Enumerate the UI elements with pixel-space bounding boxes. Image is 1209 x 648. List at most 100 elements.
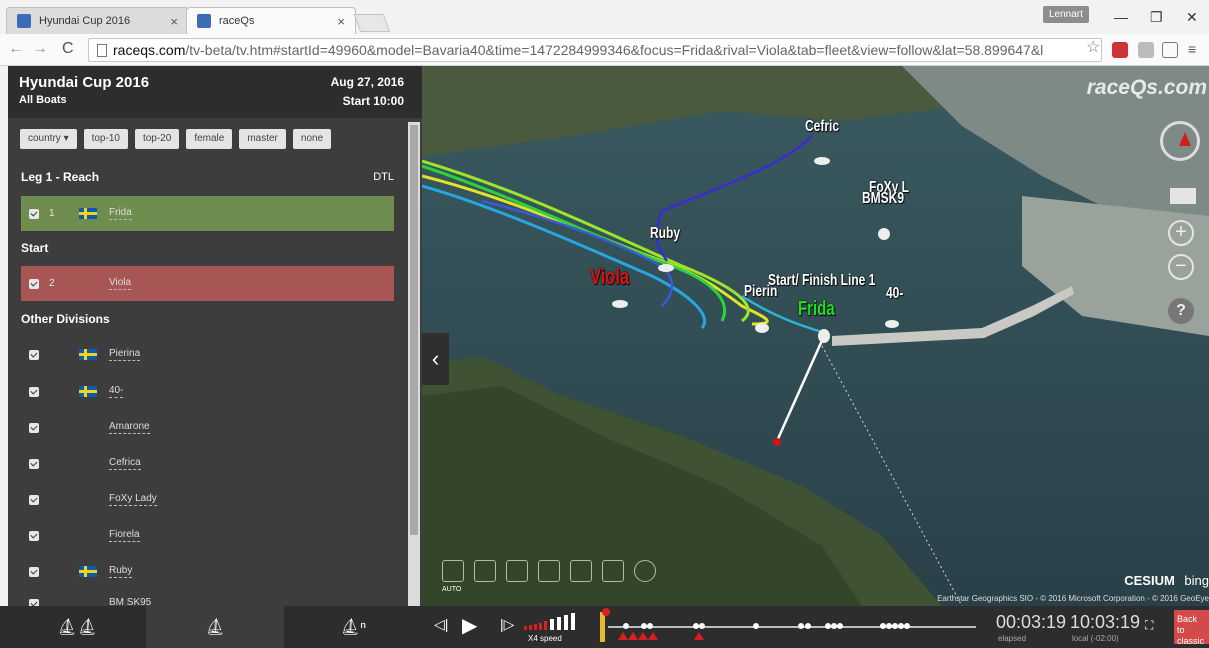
boat-checkbox[interactable] [29,566,39,577]
speed-bars-icon [524,613,575,630]
compass-icon[interactable] [1160,121,1200,161]
boat-checkbox[interactable] [29,530,39,541]
timeline-track[interactable] [608,626,976,628]
new-tab-button[interactable] [353,14,391,32]
boat-name[interactable]: FoXy Lady [109,493,157,506]
collapse-panel-button[interactable]: ‹ [422,333,449,385]
forward-arrow-icon[interactable]: → [32,40,48,57]
zoom-out-icon[interactable]: − [1168,254,1194,280]
leader-row[interactable]: 1 Frida [21,196,394,231]
boat-name[interactable]: Pierina [109,348,141,361]
map-label-bmsk9: BMSK9 [862,190,905,207]
browser-tabstrip: Hyundai Cup 2016 × raceQs × Lennart — ❐ … [0,0,1209,34]
boat-name[interactable]: Amarone [109,421,150,434]
filter-top20-button[interactable]: top-20 [134,129,180,149]
bookmark-star-icon[interactable]: ☆ [1086,39,1101,56]
boat-name[interactable]: Viola [109,277,132,290]
filter-bar: country ▾ top-10 top-20 female master no… [20,129,332,149]
back-arrow-icon[interactable]: ← [8,40,24,57]
step-back-icon[interactable]: ◁| [434,616,449,632]
elapsed-time: 00:03:19 [996,612,1067,632]
boat-name[interactable]: Cefrica [109,457,141,470]
fullscreen-icon[interactable]: ⛶ [1145,618,1154,632]
boat-name[interactable]: 40- [109,385,124,398]
raceqs-favicon-icon [197,14,211,28]
scrollbar-thumb[interactable] [410,125,418,535]
list-item[interactable]: FoXy Lady [21,482,394,517]
zoom-in-icon[interactable]: + [1168,220,1194,246]
helm-icon[interactable] [602,560,624,582]
dtl-column-header: DTL [373,171,394,183]
auto-label: AUTO [442,586,462,593]
sail-view-icon[interactable] [570,560,592,582]
filter-master-button[interactable]: master [239,129,286,149]
extension-icon[interactable] [1112,42,1128,58]
panel-header: Hyundai Cup 2016 All Boats Aug 27, 2016 … [8,66,422,118]
filter-none-button[interactable]: none [292,129,332,149]
speed-label: X4 speed [528,634,562,643]
regatta-title: Hyundai Cup 2016 [19,74,150,91]
play-icon[interactable]: ▶ [462,615,478,637]
boat-name[interactable]: Frida [109,207,132,220]
address-bar[interactable]: raceqs.com /tv-beta/tv.htm#startId=49960… [88,38,1102,62]
profile-button[interactable]: Lennart [1043,6,1089,23]
speed-selector[interactable] [524,613,586,633]
menu-icon[interactable]: ≡ [1188,41,1197,57]
boat-tab-button[interactable]: ⛵︎ [146,606,284,648]
list-item[interactable]: Fiorela [21,518,394,553]
boat-checkbox[interactable] [29,386,39,397]
raceqs-favicon-icon [17,14,31,28]
map-label-frida: Frida [798,298,835,320]
filter-country-button[interactable]: country ▾ [20,129,77,149]
url-path: /tv-beta/tv.htm#startId=49960&model=Bava… [185,42,1044,58]
filter-top10-button[interactable]: top-10 [83,129,128,149]
browser-tab-hyundai[interactable]: Hyundai Cup 2016 × [6,7,189,34]
versus-tab-button[interactable]: ⛵︎ⁿ [284,606,422,648]
elapsed-label: elapsed [998,634,1027,643]
list-item[interactable]: Pierina [21,337,394,372]
fleet-tab-button[interactable]: ⛵︎⛵︎ [8,606,146,648]
list-item[interactable]: BM SK95 [21,586,394,606]
list-item[interactable]: 40- [21,374,394,409]
browser-tab-raceqs[interactable]: raceQs × [186,7,356,34]
map-label-startline: Start/ Finish Line 1 [768,272,876,289]
boat-checkbox[interactable] [29,349,39,360]
list-item[interactable]: Ruby [21,554,394,589]
boat-name[interactable]: Fiorela [109,529,140,542]
minimize-icon[interactable]: — [1114,9,1128,25]
filter-female-button[interactable]: female [186,129,233,149]
section-other-divisions: Other Divisions [8,304,406,334]
boat-checkbox[interactable] [29,494,39,505]
camera-auto-icon[interactable] [442,560,464,582]
list-item[interactable]: Amarone [21,410,394,445]
wind-view-icon[interactable] [538,560,560,582]
list-item[interactable]: Cefrica [21,446,394,481]
boat-checkbox[interactable] [29,208,39,219]
boat-name[interactable]: BM SK95 [109,597,151,606]
boat-view-icon[interactable] [506,560,528,582]
tab-close-icon[interactable]: × [170,13,178,29]
close-window-icon[interactable]: ✕ [1186,9,1198,25]
cast-icon[interactable] [1162,42,1178,58]
tab-close-icon[interactable]: × [337,13,345,29]
target-icon[interactable] [634,560,656,582]
cesium-label: CESIUM [1124,573,1175,588]
help-icon[interactable]: ? [1168,298,1194,324]
map-view[interactable]: raceQs.com Cefric FoXy L BMSK9 Ruby Viol… [422,66,1209,606]
restore-icon[interactable]: ❐ [1150,9,1163,25]
boat-checkbox[interactable] [29,422,39,433]
reload-icon[interactable]: C [62,40,74,57]
step-forward-icon[interactable]: |▷ [500,616,515,632]
back-to-classic-button[interactable]: Back to classic [1174,610,1209,646]
perspective-icon[interactable] [1170,188,1196,204]
regatta-subtitle: All Boats [19,94,67,106]
boat-checkbox[interactable] [29,278,39,289]
map-label-40: 40- [886,285,904,302]
boat-checkbox[interactable] [29,598,39,606]
map-view-icon[interactable] [474,560,496,582]
extension-icon[interactable] [1138,42,1154,58]
boat-checkbox[interactable] [29,458,39,469]
rival-row[interactable]: 2 Viola [21,266,394,301]
boat-name[interactable]: Ruby [109,565,133,578]
panel-scrollbar[interactable] [408,122,420,606]
